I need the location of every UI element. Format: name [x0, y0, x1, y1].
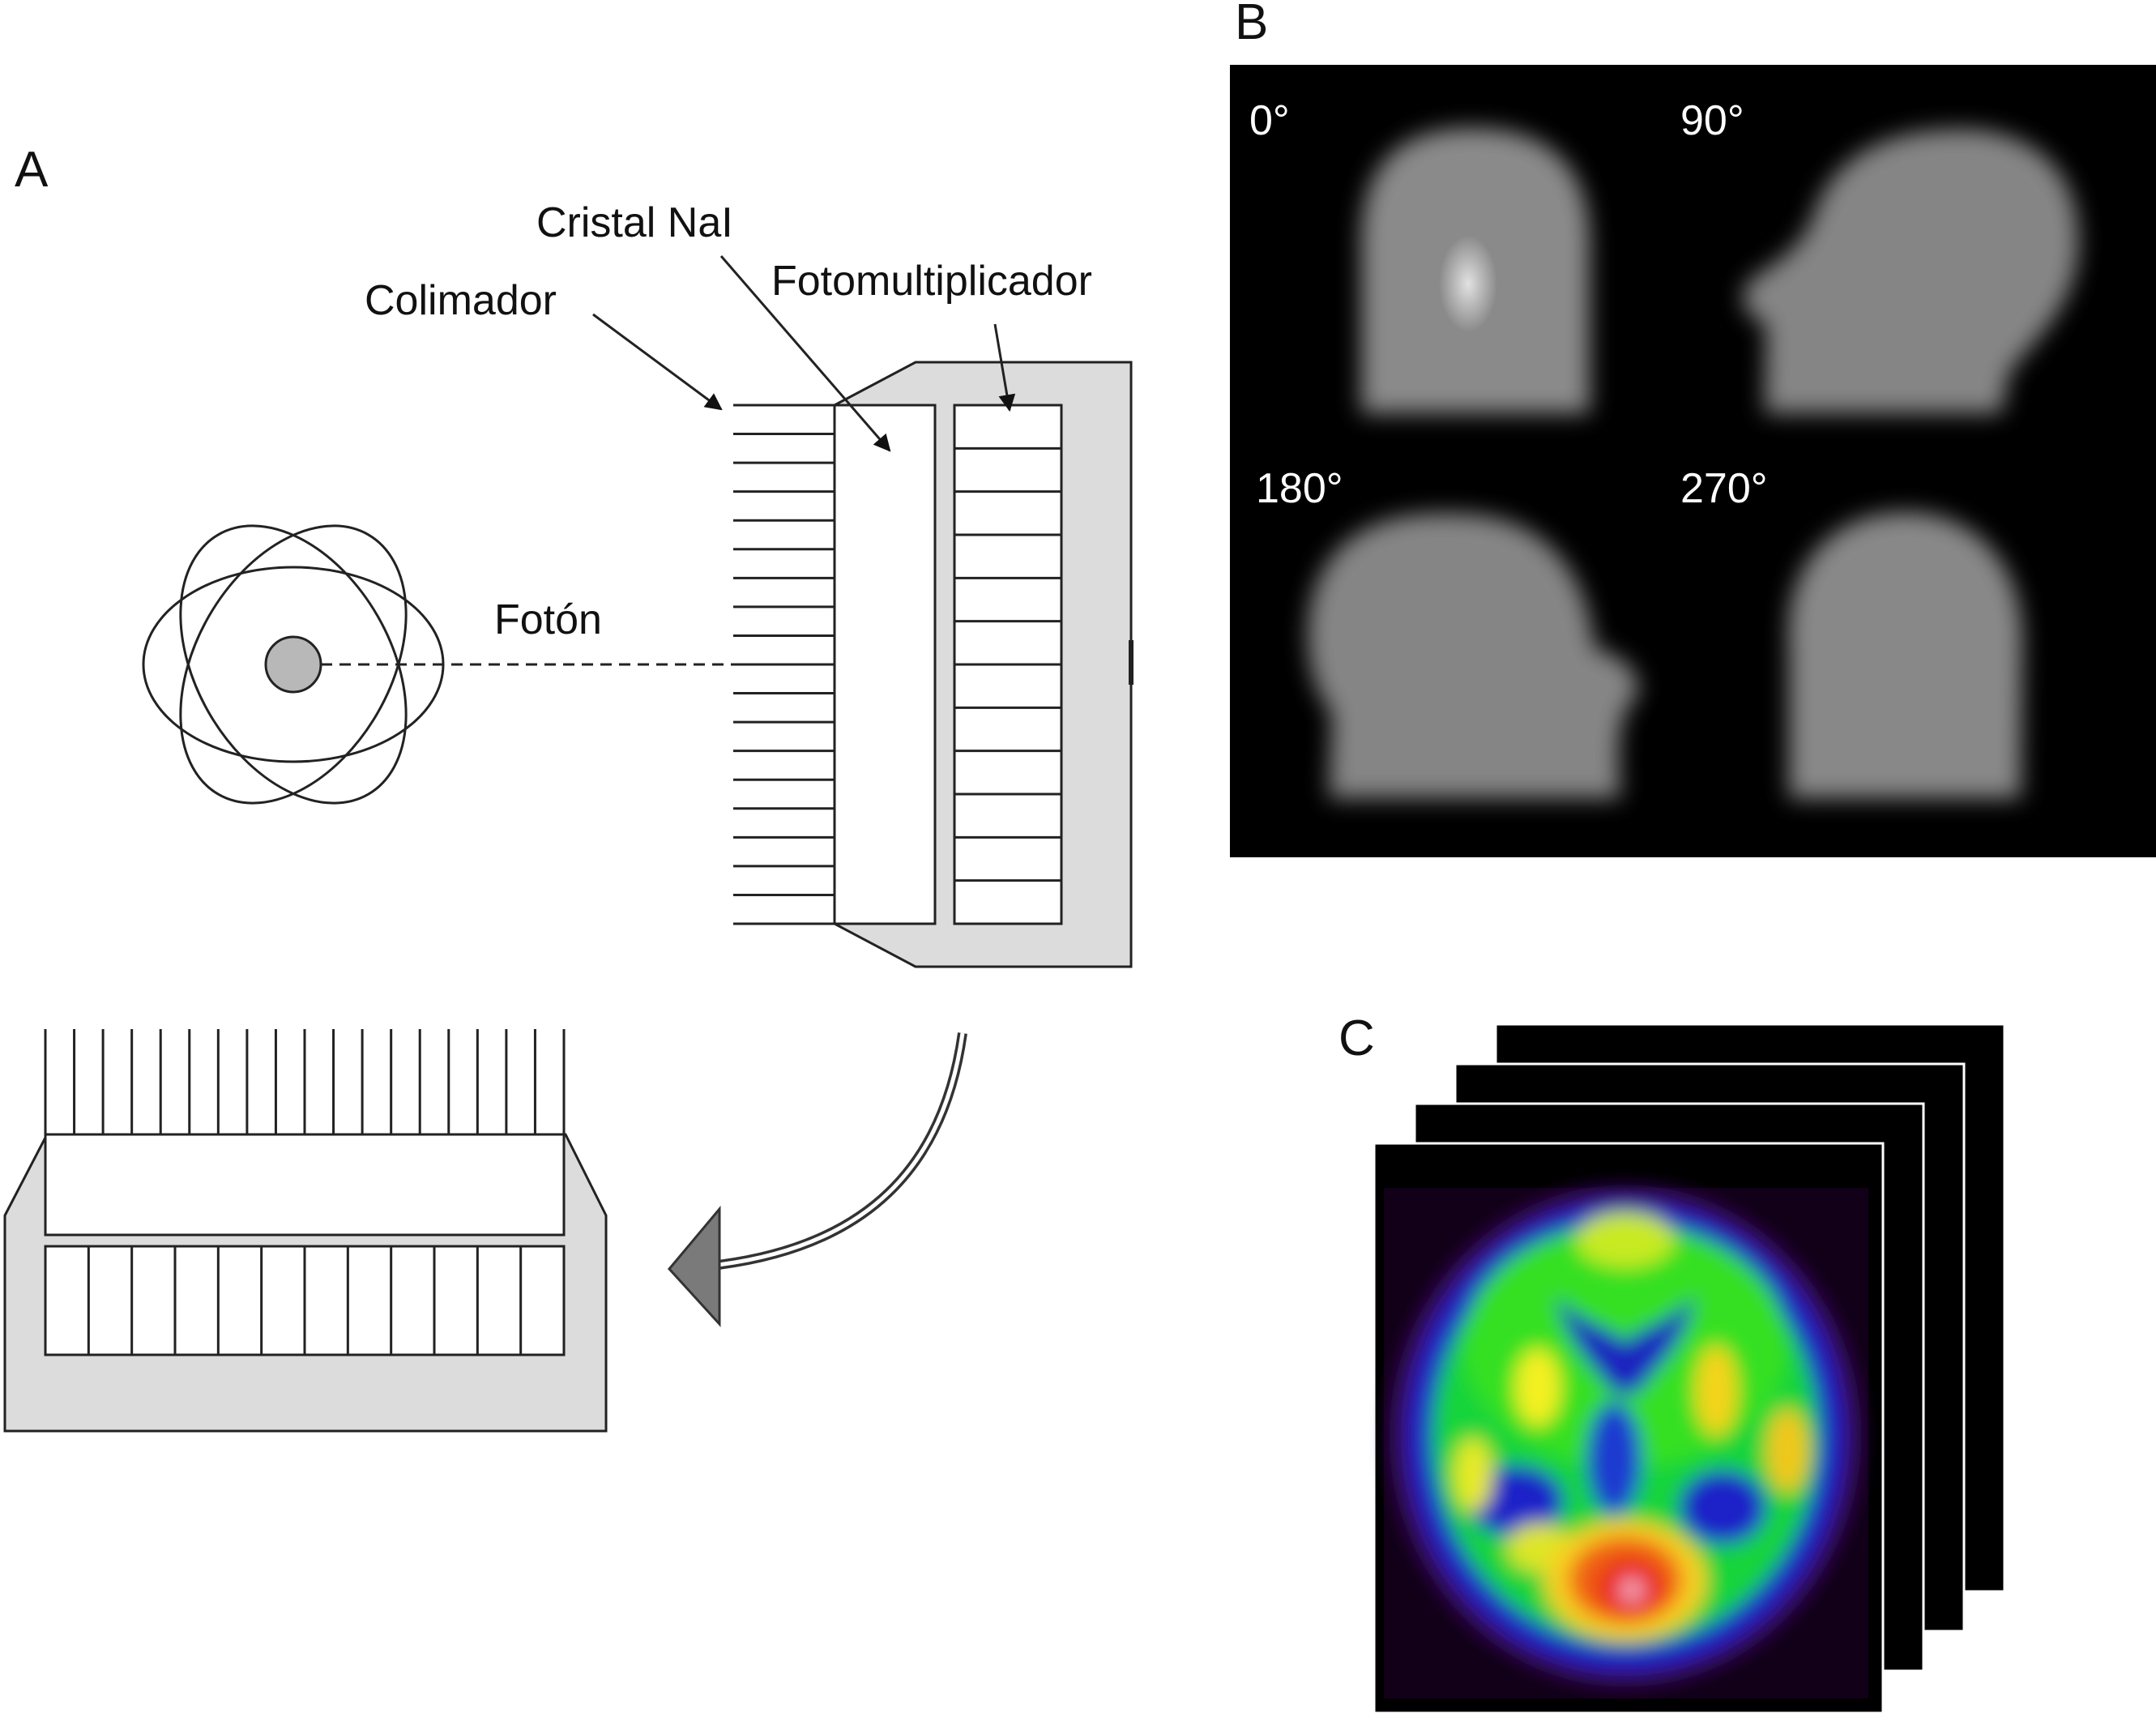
transaxial-slice: [1384, 1186, 1868, 1698]
projection-images: 0° 90° 180° 270°: [1230, 65, 2156, 857]
crystal-label: Cristal NaI: [536, 199, 733, 246]
nai-crystal-horizontal: [45, 1134, 564, 1235]
panel-a-label: A: [15, 142, 49, 198]
photomultiplier-label: Fotomultiplicador: [771, 258, 1092, 305]
reconstructed-slice-stack: [1374, 1024, 2004, 1713]
angle-label: 270°: [1680, 465, 1768, 512]
nai-crystal: [835, 405, 935, 924]
rotation-arrow: [669, 1033, 963, 1324]
collimator-septa: [733, 405, 835, 924]
photomultiplier-array: [954, 405, 1061, 924]
detector-head-horizontal: [5, 1029, 606, 1431]
photon-label: Fotón: [494, 596, 602, 643]
angle-label: 0°: [1249, 97, 1290, 144]
panel-b-label: B: [1235, 0, 1268, 50]
angle-label: 180°: [1256, 465, 1343, 512]
angle-label: 90°: [1680, 97, 1744, 144]
panel-c-label: C: [1338, 1010, 1375, 1066]
collimator-septa-horizontal: [45, 1029, 564, 1134]
collimator-label: Colimador: [365, 277, 557, 324]
collimator-pointer: [593, 314, 721, 409]
detector-head-vertical: [733, 362, 1131, 967]
